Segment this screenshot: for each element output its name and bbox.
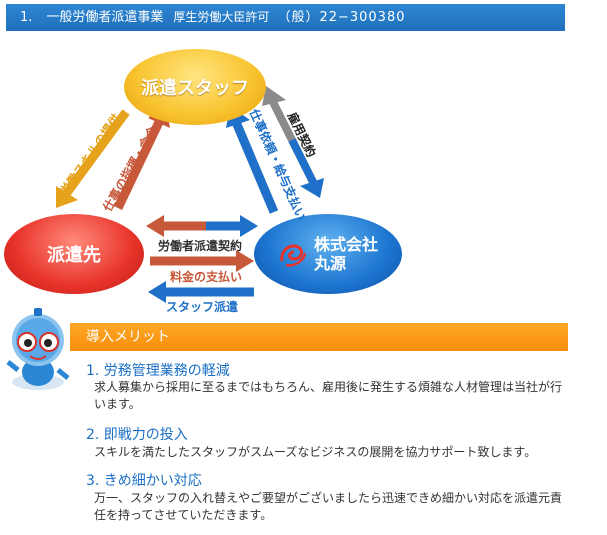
diagram-arrows	[56, 86, 324, 303]
benefit-2-body: スキルを満たしたスタッフがスムーズなビジネスの展開を協力サポート致します。	[94, 444, 574, 461]
benefit-1-body-line2: います。	[94, 397, 141, 411]
arrow-staff-dispatch	[148, 281, 254, 303]
node-dispatch-staff: 派遣スタッフ	[124, 49, 266, 125]
section-number: 1.	[20, 10, 33, 25]
company-logo-icon	[280, 244, 307, 267]
benefit-3-body-line2: 任を持ってさせていただきます。	[94, 508, 273, 522]
benefits-header: 導入メリット	[70, 323, 568, 351]
license-code: （般）22−300380	[277, 10, 406, 25]
arrow-skill-provision	[56, 109, 130, 208]
benefit-2-body-line1: スキルを満たしたスタッフがスムーズなビジネスの展開を協力サポート致します。	[94, 445, 537, 459]
node-dispatch-staff-label: 派遣スタッフ	[141, 78, 249, 99]
section-header: 1. 一般労働者派遣事業厚生労働大臣許可 （般）22−300380	[6, 4, 565, 31]
node-client-label: 派遣先	[47, 245, 101, 266]
company-name-line1: 株式会社	[313, 235, 378, 254]
arrow-fee-payment	[150, 250, 254, 272]
benefit-3-heading: 3. きめ細かい対応	[86, 473, 202, 489]
benefit-1-body: 求人募集から採用に至るまではもちろん、雇用後に発生する煩雑な人材管理は当社が行 …	[94, 379, 574, 413]
arrow-dispatch-contract	[146, 215, 258, 237]
benefit-1-heading: 1. 労務管理業務の軽減	[86, 363, 230, 379]
license-label: 厚生労働大臣許可	[173, 10, 270, 24]
section-title: 一般労働者派遣事業	[46, 10, 164, 25]
company-name-line2: 丸源	[313, 254, 346, 273]
benefit-2-heading: 2. 即戦力の投入	[86, 427, 188, 443]
benefits-title: 導入メリット	[86, 329, 170, 345]
benefit-3-body-line1: 万一、スタッフの入れ替えやご要望がございましたら迅速できめ細かい対応を派遣元責	[94, 491, 563, 505]
node-client: 派遣先	[4, 214, 144, 294]
benefit-3-body: 万一、スタッフの入れ替えやご要望がございましたら迅速できめ細かい対応を派遣元責 …	[94, 490, 574, 524]
label-fee-payment: 料金の支払い	[170, 270, 243, 284]
arrow-employment-contract	[262, 86, 324, 198]
mascot-icon	[6, 308, 70, 390]
label-staff-dispatch: スタッフ派遣	[166, 300, 239, 314]
label-dispatch-contract: 労働者派遣契約	[158, 239, 243, 253]
benefit-1-body-line1: 求人募集から採用に至るまではもちろん、雇用後に発生する煩雑な人材管理は当社が行	[94, 380, 563, 394]
node-company: 株式会社 丸源	[254, 214, 402, 294]
